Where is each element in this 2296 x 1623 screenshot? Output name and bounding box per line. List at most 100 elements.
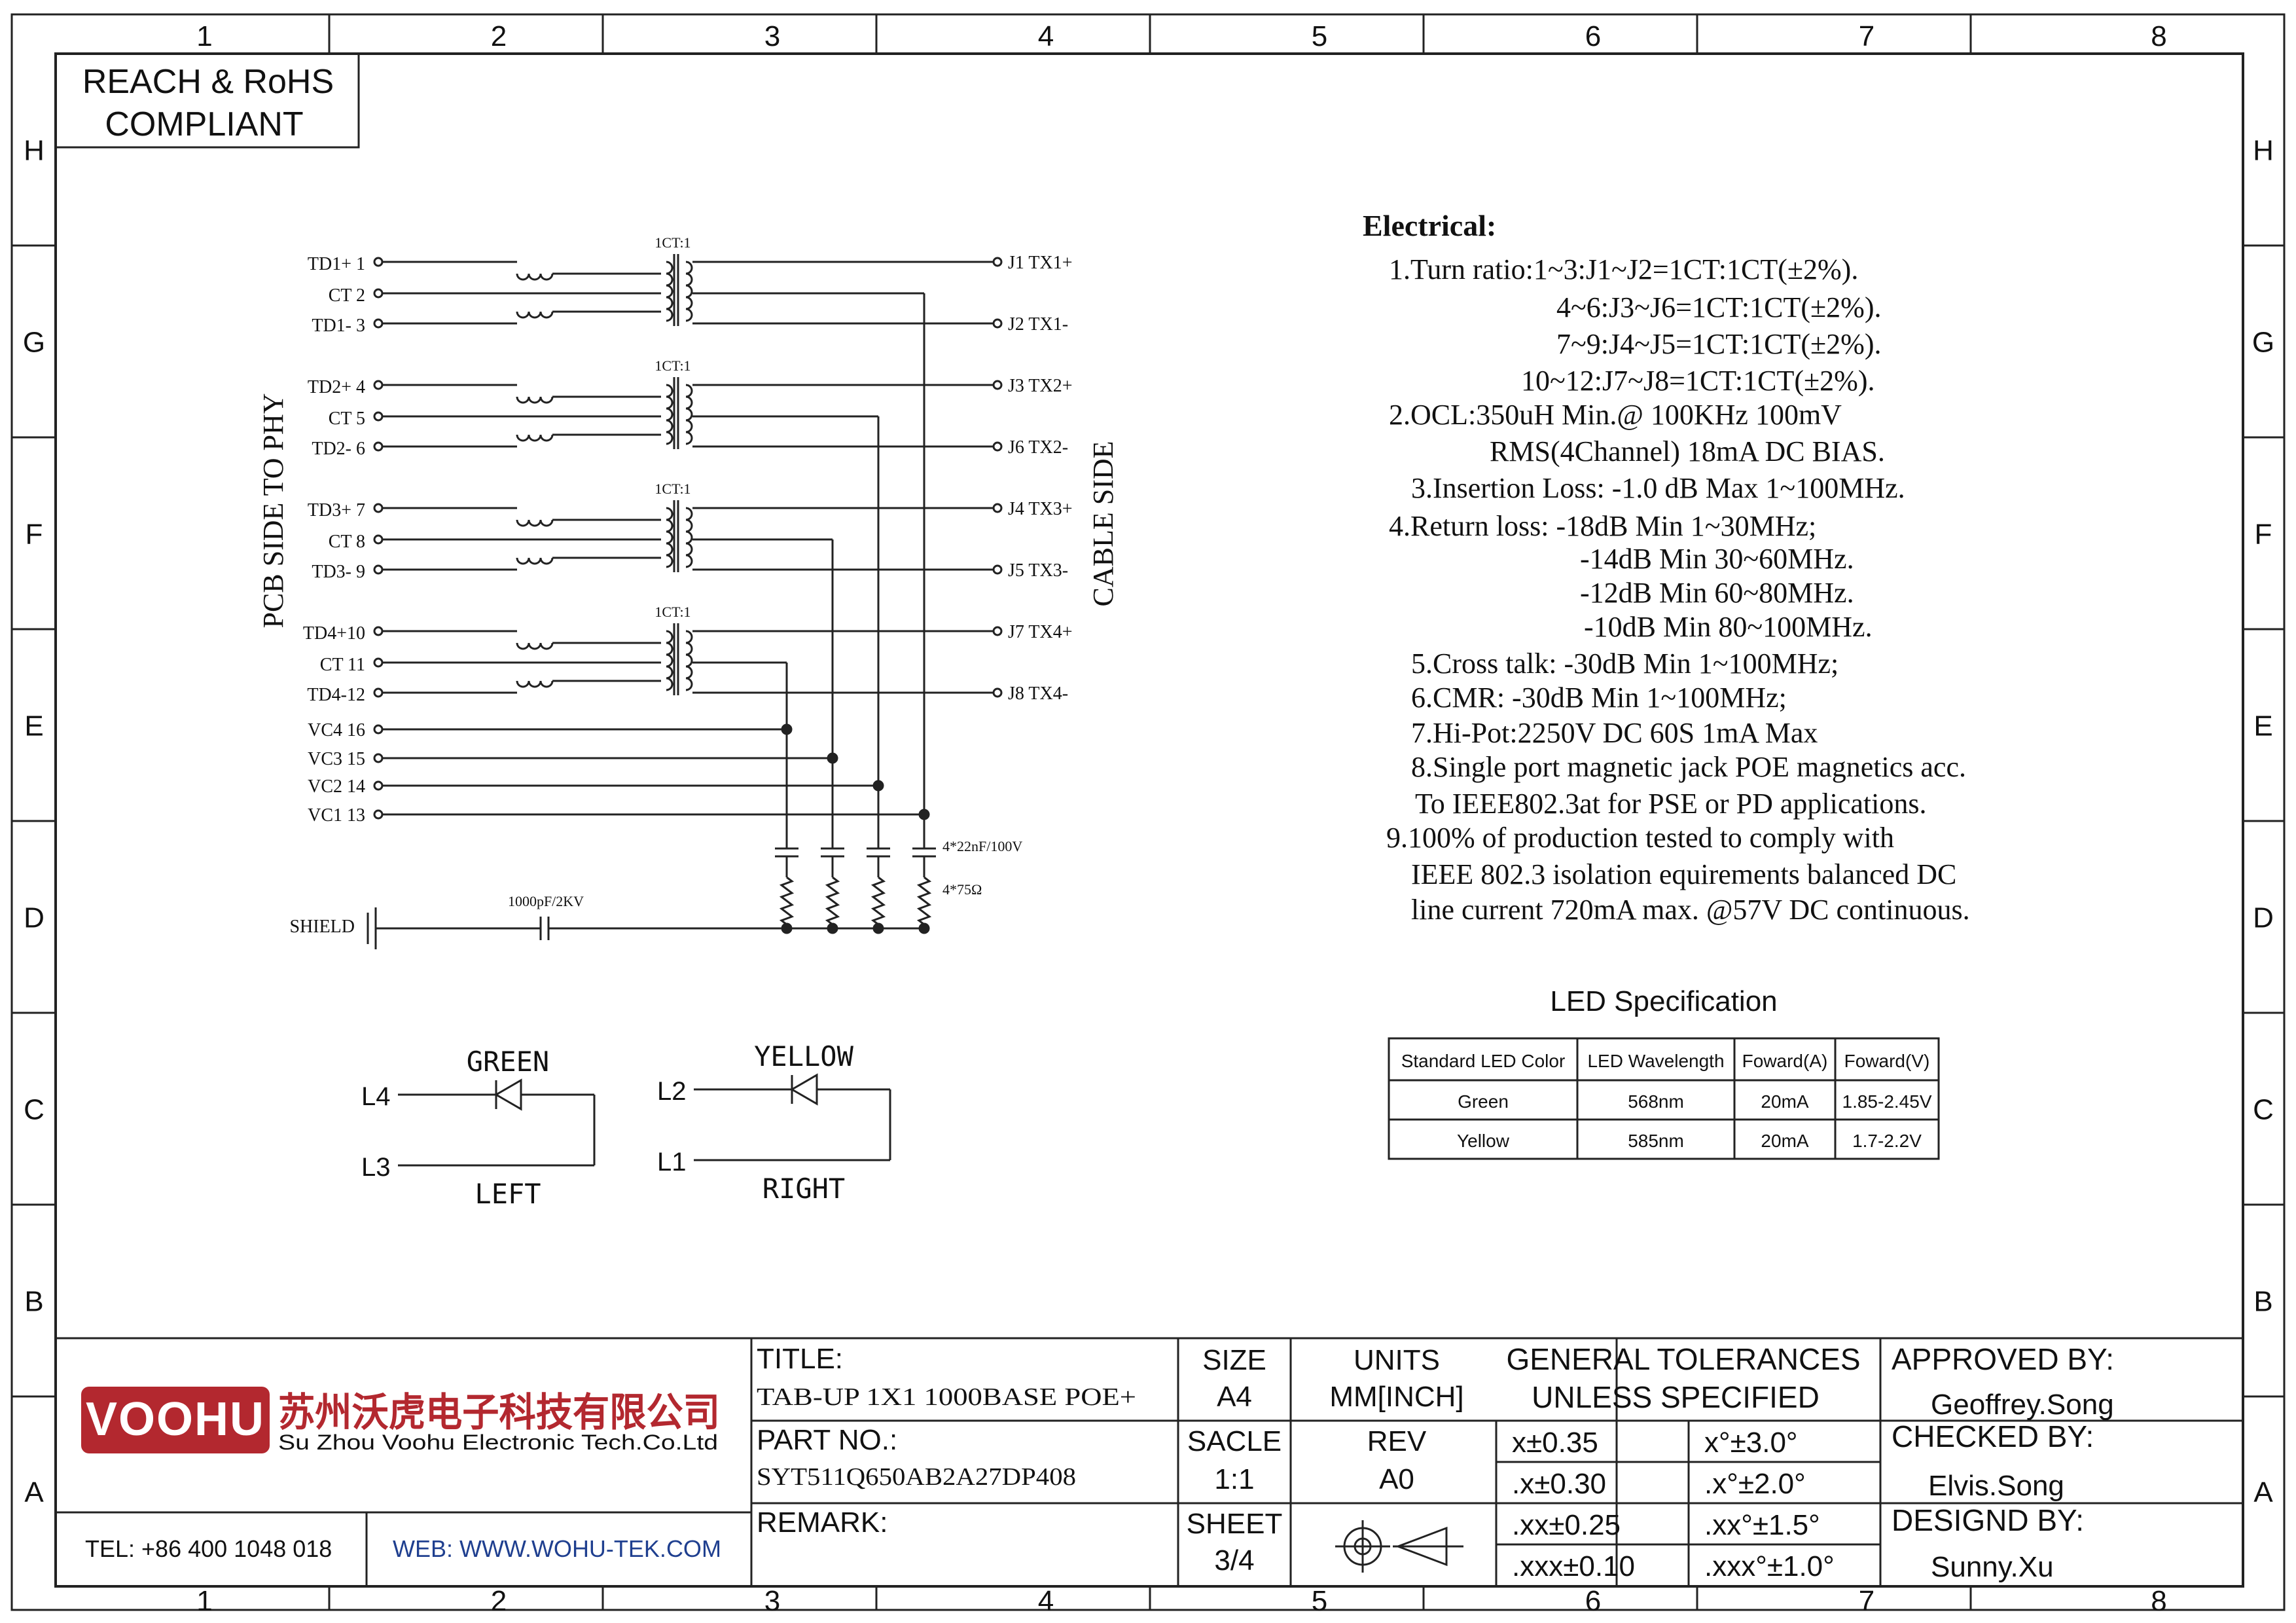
website-link[interactable]: WEB: WWW.WOHU-TEK.COM [393,1535,721,1562]
junction-dot [872,780,884,792]
electrical-note-line: -14dB Min 30~60MHz. [1580,543,1854,575]
tolerance-value: .x±0.30 [1512,1468,1606,1500]
tolerance-value: x°±3.0° [1704,1427,1798,1459]
checked-by-label: CHECKED BY: [1892,1419,2094,1453]
zone-column-label: 3 [764,20,780,52]
part-number-value: SYT511Q650AB2A27DP408 [757,1463,1076,1491]
output-label: J6 TX2- [1008,437,1068,458]
zone-column-label: 4 [1038,20,1054,52]
zone-column-label: 5 [1312,1585,1327,1617]
transformer-secondary [685,630,693,691]
pin-terminal [373,687,384,698]
led-pin-label: L3 [361,1153,391,1182]
pin-terminal [373,288,384,299]
zone-column-label: 6 [1585,1585,1601,1617]
electrical-note-line: 9.100% of production tested to comply wi… [1386,822,1894,854]
shield-cap-label: 1000pF/2KV [508,893,584,909]
zone-column-label: 8 [2151,1585,2166,1617]
led-spec-title: LED Specification [1550,985,1777,1017]
cable-side-label: CABLE SIDE [1087,441,1119,607]
title-label: TITLE: [757,1343,843,1375]
table-border [1388,1037,1940,1160]
tolerance-value: .xx±0.25 [1512,1509,1621,1541]
output-label: J2 TX1- [1008,314,1068,335]
table-header: LED Wavelength [1587,1051,1724,1071]
resistor [870,876,886,926]
zone-column-label: 2 [491,1585,507,1617]
zone-column-label: 1 [196,20,212,52]
table-cell: 1.85-2.45V [1842,1091,1932,1112]
checked-by-value: Elvis.Song [1928,1470,2064,1502]
title-block [56,1337,2243,1586]
zone-row-label: E [2253,710,2272,742]
title-value: TAB-UP 1X1 1000BASE POE+ [757,1383,1136,1411]
choke-coil [516,680,554,688]
tolerance-value: .xxx°±1.0° [1704,1550,1835,1582]
table-cell: 20mA [1761,1131,1808,1151]
company-name-en: Su Zhou Voohu Electronic Tech.Co.Ltd [278,1431,718,1454]
output-label: J8 TX4- [1008,684,1068,704]
output-label: J3 TX2+ [1008,376,1073,396]
resistor [825,876,840,926]
led-color-label: YELLOW [754,1040,853,1072]
electrical-note-line: 10~12:J7~J8=1CT:1CT(±2%). [1521,365,1874,397]
tolerance-title-1: GENERAL TOLERANCES [1506,1342,1860,1376]
units-label: UNITS [1354,1344,1440,1376]
zone-row-label: F [2255,519,2272,551]
choke-coil [516,557,554,565]
output-terminal [992,626,1003,636]
choke-coil [516,311,554,319]
scale-label: SACLE [1187,1425,1282,1457]
remark-label: REMARK: [757,1506,888,1539]
tolerance-value: .x°±2.0° [1704,1468,1806,1500]
pin-terminal [373,534,384,545]
compliance-line-2: COMPLIANT [105,105,303,143]
table-cell: 20mA [1761,1091,1808,1112]
led-pin-label: L1 [657,1148,687,1176]
pin-terminal [373,780,384,791]
pin-terminal [373,318,384,329]
pin-label: TD1+ 1 [308,254,365,274]
zone-column-label: 7 [1859,1585,1874,1617]
pin-label: TD3+ 7 [308,500,365,520]
pin-label: CT 2 [329,285,365,306]
pin-label: CT 8 [329,532,365,552]
pin-terminal [373,503,384,513]
approved-by-label: APPROVED BY: [1892,1342,2114,1376]
electrical-note-line: To IEEE802.3at for PSE or PD application… [1415,788,1926,820]
units-value: MM[INCH] [1329,1381,1463,1413]
pin-terminal [373,626,384,636]
transformer-primary [666,384,673,445]
zone-row-label: C [2253,1094,2274,1126]
resistor [916,876,932,926]
zone-row-label: H [24,135,45,167]
table-header: Standard LED Color [1401,1051,1566,1071]
zone-row-label: G [23,327,45,359]
zone-row-label: B [2253,1286,2272,1318]
pin-terminal [373,564,384,575]
choke-coil [516,642,554,650]
scale-value: 1:1 [1214,1463,1254,1495]
compliance-box: REACH & RoHS COMPLIANT [56,54,360,149]
transformer-secondary [685,384,693,445]
zone-column-label: 7 [1859,20,1874,52]
transformer-secondary [685,507,693,568]
zone-row-label: A [24,1476,44,1508]
output-terminal [992,441,1003,452]
junction-dot [827,752,838,764]
choke-coil [516,396,554,404]
led-pin-label: L4 [361,1082,391,1111]
junction-dot [918,809,930,820]
output-terminal [992,687,1003,698]
zone-row-label: D [24,902,45,934]
pin-terminal [373,257,384,267]
output-terminal [992,564,1003,575]
zone-row-label: B [24,1286,43,1318]
zone-column-label: 6 [1585,20,1601,52]
size-value: A4 [1217,1381,1252,1413]
zone-column-label: 1 [196,1585,212,1617]
electrical-note-line: 3.Insertion Loss: -1.0 dB Max 1~100MHz. [1411,472,1905,504]
